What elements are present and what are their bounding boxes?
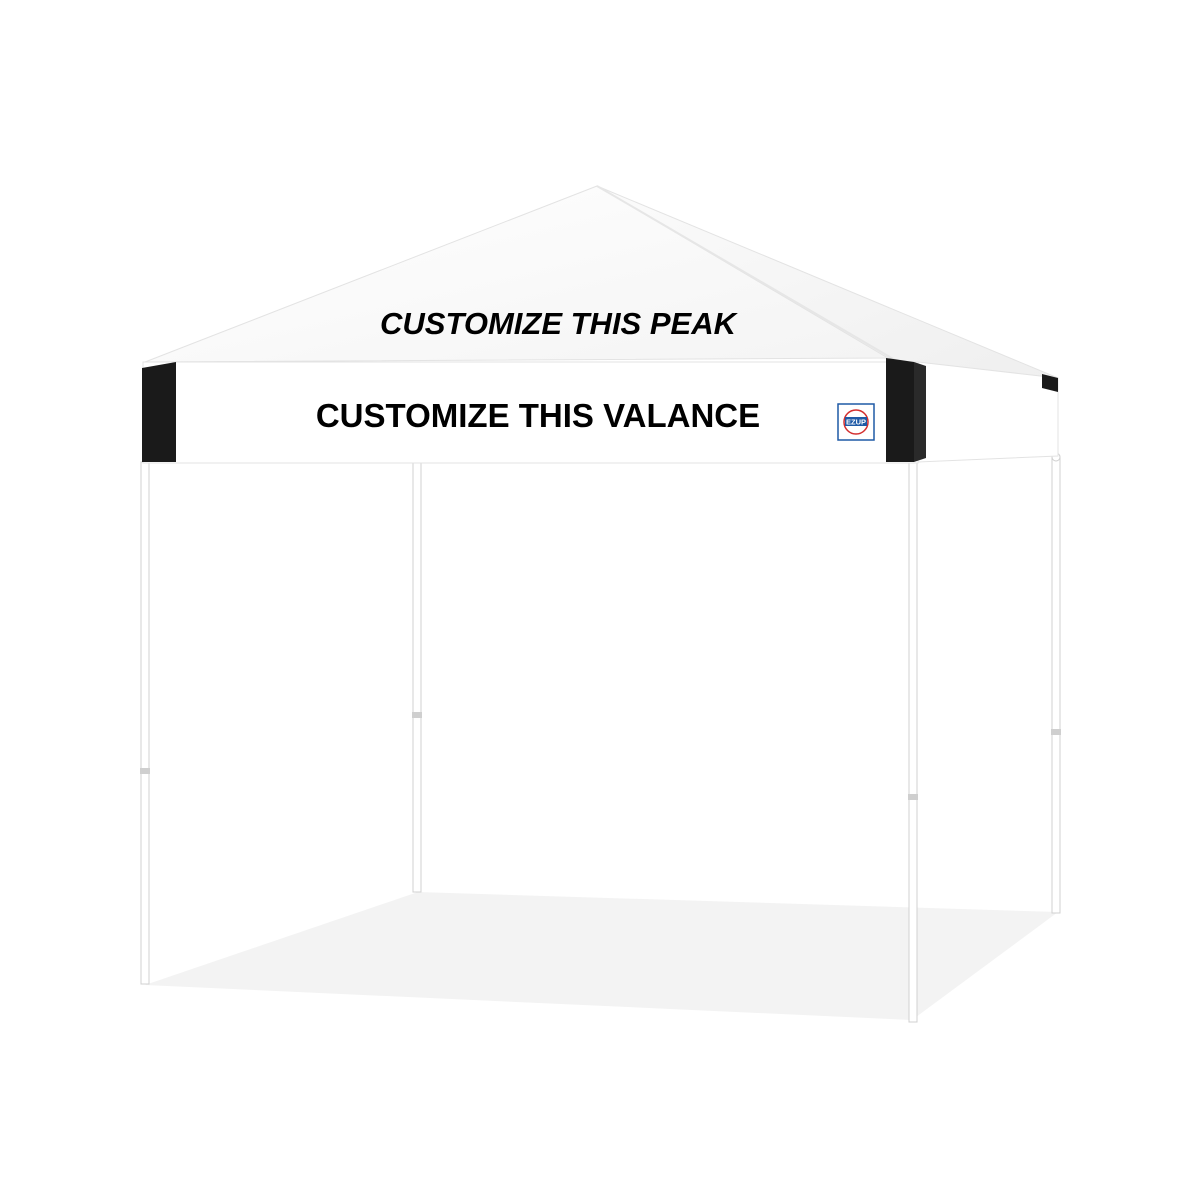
- corner-accent-left: [142, 362, 176, 462]
- leg-front-right: [908, 461, 918, 1023]
- canopy-top: [144, 185, 1059, 379]
- valance-label: CUSTOMIZE THIS VALANCE: [316, 397, 760, 434]
- valance-front: [142, 358, 926, 464]
- side-corner-accent: [1042, 374, 1058, 392]
- ezup-badge-icon: EZUP: [837, 403, 875, 441]
- brand-badge-text: EZUP: [846, 418, 866, 427]
- leg-front-left: [140, 461, 150, 985]
- valance-side: [917, 361, 1059, 463]
- leg-back-right: [1051, 452, 1061, 914]
- peak-label: CUSTOMIZE THIS PEAK: [380, 306, 739, 341]
- corner-accent-right: [886, 358, 914, 462]
- leg-back-left: [412, 461, 422, 893]
- ground-shadow: [145, 892, 1058, 1020]
